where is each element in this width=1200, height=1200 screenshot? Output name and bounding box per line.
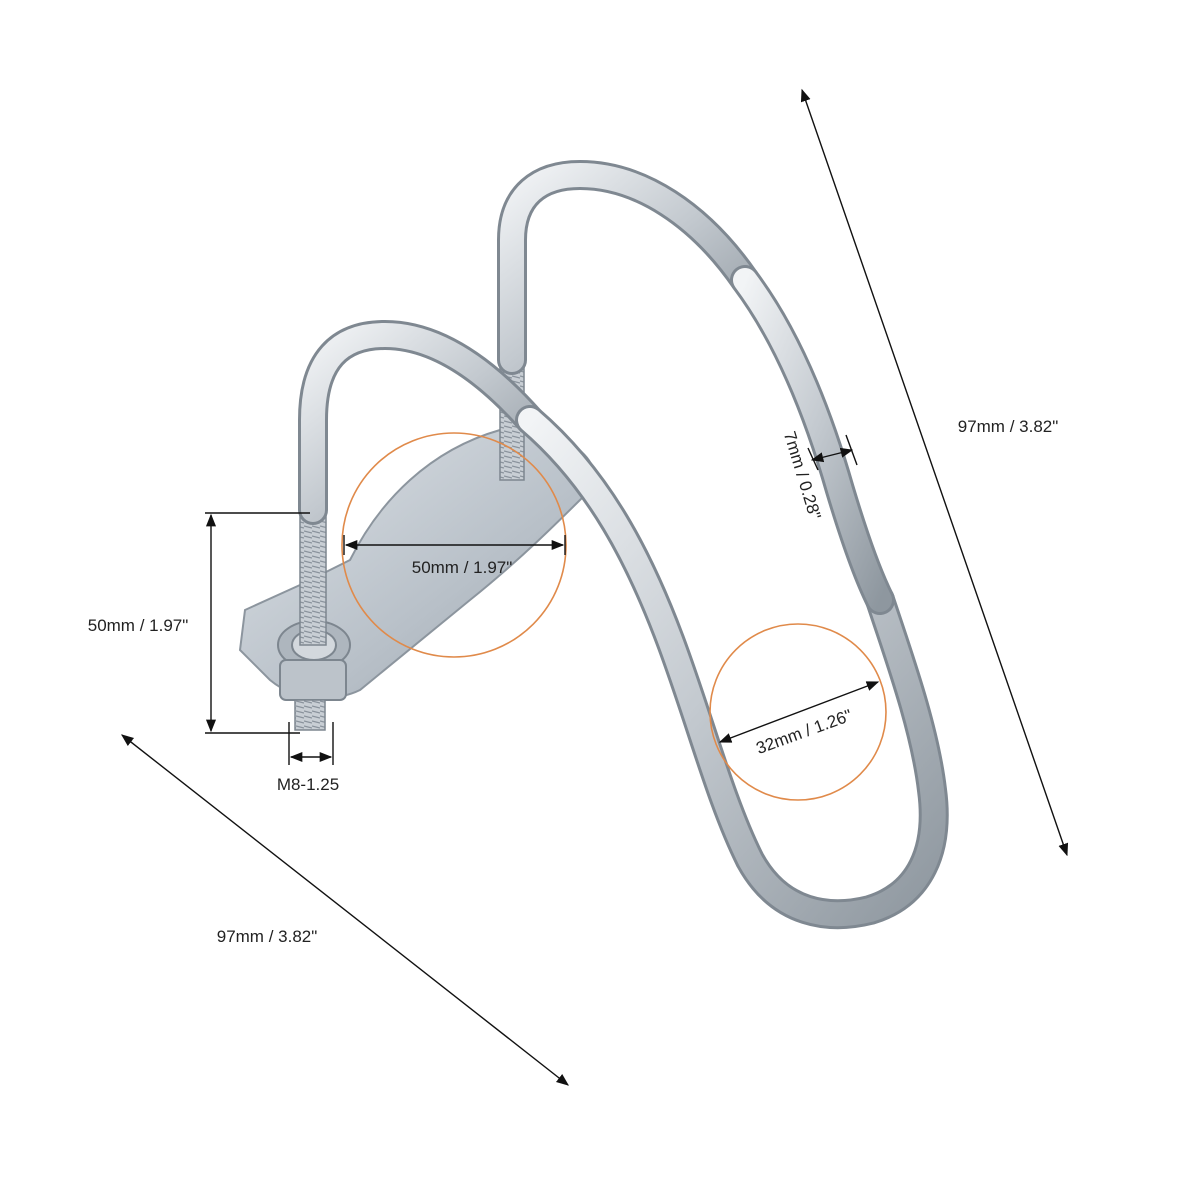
bolt-tip: [294, 699, 326, 731]
inner-diameter-label: 32mm / 1.26": [754, 706, 855, 758]
u-bolt-thread-left: [299, 504, 327, 646]
dimension-lines: [121, 88, 1069, 1086]
hex-nut-body: [279, 659, 347, 701]
inner-diameter-dimension-line: [718, 681, 880, 743]
clamp-diameter-label: 50mm / 1.97": [412, 558, 513, 577]
height-dimension-line: [800, 88, 1069, 857]
height-label: 97mm / 3.82": [958, 417, 1059, 436]
u-bolt-height-label: 50mm / 1.97": [88, 616, 189, 635]
diagonal-length-label: 97mm / 3.82": [217, 927, 318, 946]
wire-diameter-dimension-line: [810, 447, 854, 463]
clamp-diameter-callout-circle: [341, 432, 567, 658]
diagonal-length-dimension-line: [121, 734, 569, 1086]
thread-size-label: M8-1.25: [277, 775, 339, 794]
u-bolt-back: [497, 159, 760, 375]
